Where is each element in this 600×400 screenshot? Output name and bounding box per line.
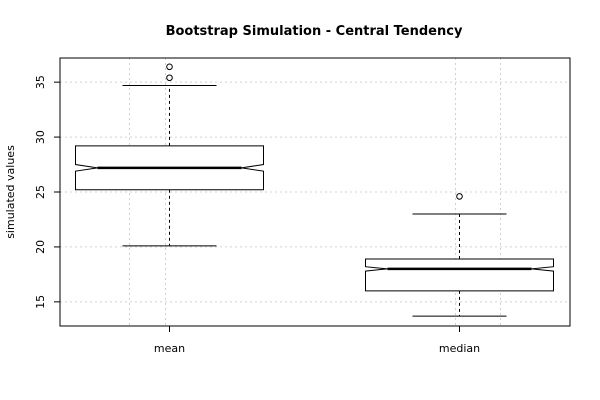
- box-mean: [75, 63, 264, 247]
- outlier-point: [166, 74, 173, 82]
- x-tick-label: mean: [154, 342, 185, 355]
- y-tick-label: 15: [34, 295, 47, 309]
- chart-title: Bootstrap Simulation - Central Tendency: [166, 24, 463, 39]
- box-body: [365, 258, 554, 292]
- y-tick-label: 25: [34, 185, 47, 199]
- y-axis-label: simulated values: [4, 145, 17, 239]
- boxes: [75, 63, 554, 317]
- box-median: [365, 193, 554, 317]
- x-tick-label: median: [439, 342, 480, 355]
- y-tick-label: 20: [34, 240, 47, 254]
- axes: 15 20 25 30 35 mean median: [34, 75, 480, 355]
- y-tick-label: 35: [34, 75, 47, 89]
- outlier-point: [166, 63, 173, 71]
- y-tick-label: 30: [34, 130, 47, 144]
- outlier-point: [456, 193, 463, 200]
- grid: [60, 58, 570, 326]
